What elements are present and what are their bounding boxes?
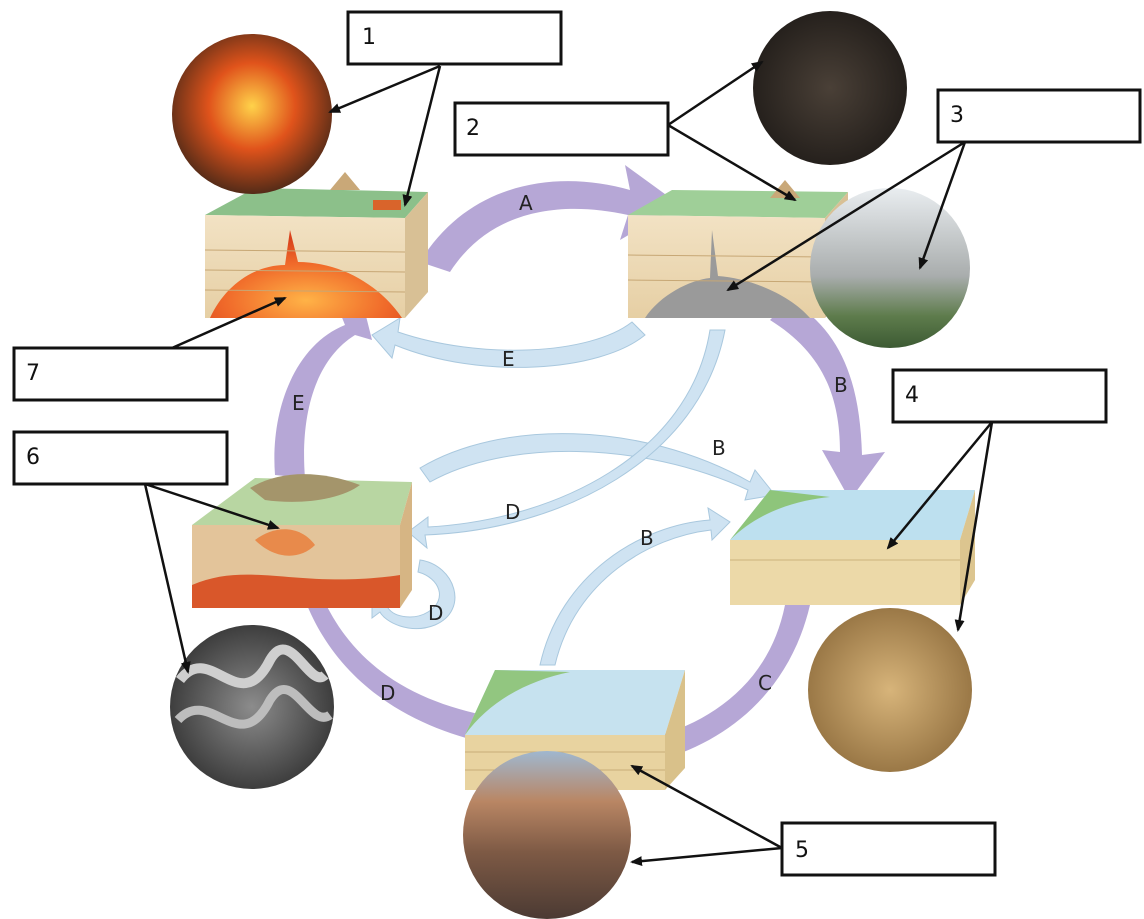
photo-sand-grains — [808, 608, 972, 772]
arrow-d-cross — [407, 329, 726, 550]
photo-granite-dome — [810, 188, 970, 348]
letter-b-cross: B — [712, 436, 726, 460]
label-box-6[interactable]: 6 — [12, 430, 229, 486]
svg-text:7: 7 — [26, 361, 40, 386]
arrow-b-main — [770, 300, 885, 500]
block-sediment-lake — [730, 490, 975, 605]
svg-text:6: 6 — [26, 445, 40, 470]
photo-lava-rock — [753, 11, 907, 165]
block-metamorphic — [192, 474, 412, 608]
label-box-1[interactable]: 1 — [346, 10, 563, 66]
arrow-e-main — [274, 305, 372, 478]
arrow-letters: A E B B B D D C D E — [292, 191, 848, 705]
leader-lines — [143, 60, 994, 867]
photo-circles — [170, 11, 972, 919]
photo-gneiss — [170, 625, 334, 789]
label-box-7[interactable]: 7 — [12, 346, 229, 402]
label-box-3[interactable]: 3 — [936, 88, 1142, 144]
letter-e-return: E — [502, 347, 515, 371]
label-box-4[interactable]: 4 — [891, 368, 1108, 424]
photo-fire — [172, 34, 332, 194]
label-box-5[interactable]: 5 — [780, 821, 997, 877]
letter-a: A — [519, 191, 533, 215]
letter-b-inner: B — [640, 526, 654, 550]
svg-text:4: 4 — [905, 383, 919, 408]
svg-text:1: 1 — [362, 25, 376, 50]
arrow-b-cross — [419, 433, 776, 501]
secondary-arrows — [371, 317, 776, 666]
photo-canyon — [463, 751, 631, 919]
arrow-e-return — [371, 317, 646, 368]
letter-d-bottom: D — [380, 681, 395, 705]
label-boxes: 1 2 3 4 5 6 7 — [12, 10, 1142, 877]
svg-text:2: 2 — [466, 116, 480, 141]
letter-b-right: B — [834, 373, 848, 397]
arrow-a — [420, 165, 680, 272]
block-volcano-magma — [204, 172, 428, 318]
arrow-b-inner — [539, 506, 731, 666]
label-box-2[interactable]: 2 — [453, 101, 670, 157]
letter-d-cross: D — [505, 500, 520, 524]
letter-e-left: E — [292, 391, 305, 415]
svg-text:3: 3 — [950, 103, 964, 128]
letter-d-loop: D — [428, 601, 443, 625]
svg-text:5: 5 — [795, 838, 809, 863]
arrow-d-loop — [371, 559, 456, 630]
letter-c: C — [758, 671, 772, 695]
